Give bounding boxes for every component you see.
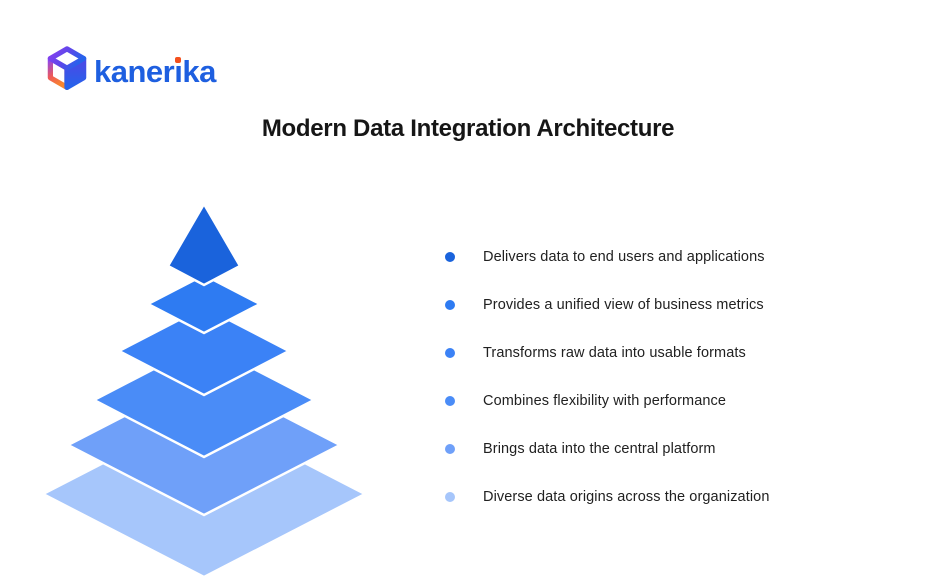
pyramid-layer-1 [166,201,242,287]
i-dot-accent [175,56,182,63]
bullet-icon [445,492,455,502]
list-item-5: Brings data into the central platform [445,425,770,473]
layer-description: Brings data into the central platform [483,441,716,457]
page-title: Modern Data Integration Architecture [261,115,675,142]
wordmark-pre: kaner [94,53,175,89]
list-item-6: Diverse data origins across the organiza… [445,473,770,521]
kanerika-cube-icon [47,46,87,90]
list-item-1: Delivers data to end users and applicati… [445,233,770,281]
bullet-icon [445,348,455,358]
wordmark-i: ı [174,53,183,89]
wordmark-post: ka [182,53,216,89]
layer-description: Transforms raw data into usable formats [483,345,746,361]
pyramid-layer-2 [145,273,263,335]
bullet-icon [445,396,455,406]
pyramid-layer-3 [116,305,292,397]
list-item-3: Transforms raw data into usable formats [445,329,770,377]
layer-description: Provides a unified view of business metr… [483,297,764,313]
bullet-icon [445,300,455,310]
bullet-icon [445,444,455,454]
layer-description: Diverse data origins across the organiza… [483,489,770,505]
layer-description: Delivers data to end users and applicati… [483,249,765,265]
layer-description: Combines flexibility with performance [483,393,727,409]
layer-description-list: Delivers data to end users and applicati… [445,233,770,521]
bullet-icon [445,252,455,262]
list-item-4: Combines flexibility with performance [445,377,770,425]
list-item-2: Provides a unified view of business metr… [445,281,770,329]
pyramid-layer-4 [91,341,317,459]
data-architecture-pyramid [40,201,368,579]
